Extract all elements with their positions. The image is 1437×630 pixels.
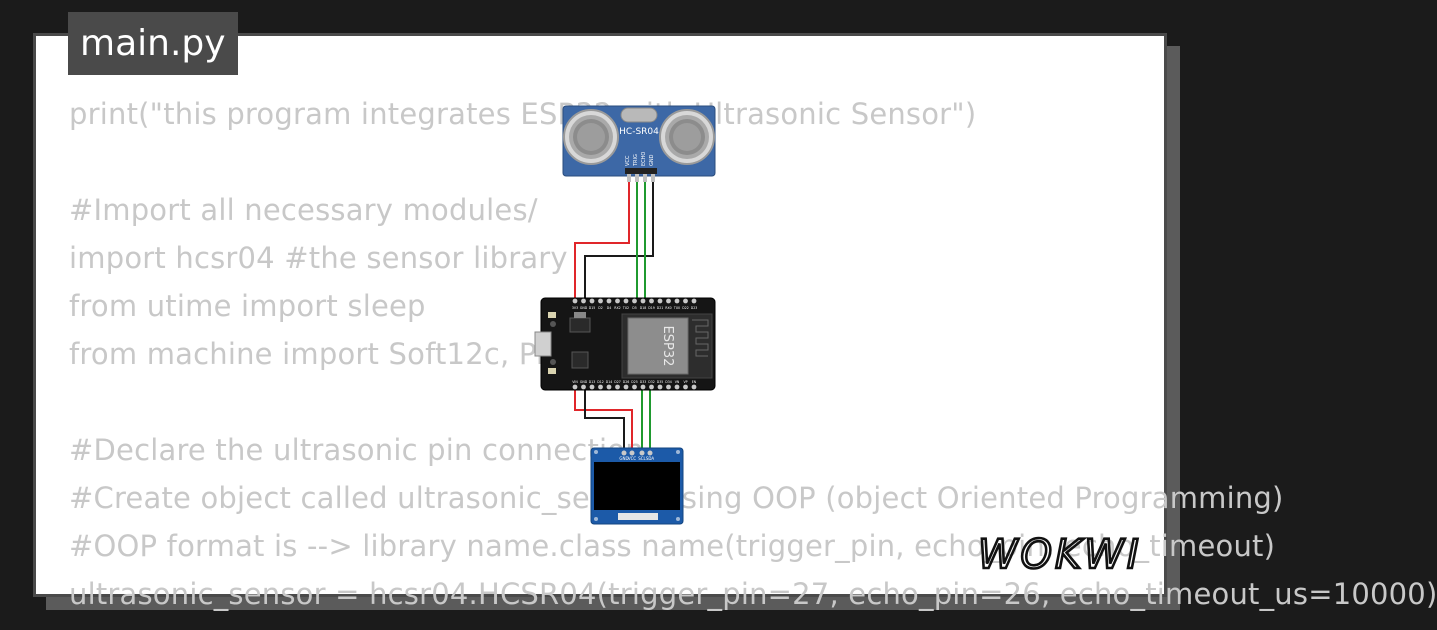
wire-sensor-vcc	[574, 180, 630, 300]
wire-sensor-gnd	[584, 180, 654, 300]
esp32-bottom-pin[interactable]	[606, 384, 612, 390]
esp32-bottom-pin-label: D14	[606, 380, 613, 384]
display-pin-sda: SDA	[646, 456, 655, 461]
esp32-bottom-pin[interactable]	[674, 384, 680, 390]
esp32-top-pin[interactable]	[572, 298, 578, 304]
esp32-chip-label: ESP32	[660, 326, 675, 367]
esp32-bottom-pin[interactable]	[691, 384, 697, 390]
esp32-top-pin-label: RX2	[614, 306, 620, 310]
esp32-bottom-pin-label: D32	[648, 380, 655, 384]
esp32-top-pin[interactable]	[632, 298, 637, 304]
code-line: #Import all necessary modules/	[69, 193, 538, 227]
esp32-top-pin[interactable]	[589, 298, 595, 304]
esp32-top-pin-label: TX0	[673, 306, 680, 310]
esp32-top-pin[interactable]	[640, 298, 646, 304]
esp32-bottom-pin-label: VIN	[572, 380, 578, 384]
code-line: #OOP format is --> library name.class na…	[69, 529, 1276, 563]
esp32-top-pin-label: D18	[640, 306, 647, 310]
esp32-top-pin-label: D19	[648, 306, 655, 310]
code-editor[interactable]: print("this program integrates ESP32 wit…	[69, 90, 1437, 618]
esp32-bottom-pin-label: D34	[665, 380, 672, 384]
esp32-bottom-pin[interactable]	[632, 384, 637, 390]
esp32-top-pin-label: RX0	[665, 306, 671, 310]
esp32-top-pin-label: D21	[657, 306, 664, 310]
wire-display-vcc	[574, 389, 633, 452]
esp32-bottom-pin-label: EN	[692, 380, 697, 384]
esp32-bottom-pin-label: D13	[589, 380, 596, 384]
esp32-bottom-pin-label: GND	[580, 380, 588, 384]
wokwi-logo-text: WOKWI	[978, 532, 1142, 578]
esp32-top-pin[interactable]	[615, 298, 620, 304]
esp32-top-pin-label: TX2	[622, 306, 629, 310]
display-pin-vcc: VCC	[628, 456, 637, 461]
esp32-top-pin[interactable]	[674, 298, 680, 304]
esp32-bottom-pin[interactable]	[649, 384, 654, 390]
esp32-top-pin[interactable]	[581, 298, 586, 304]
code-line: import hcsr04 #the sensor library	[69, 241, 568, 275]
sensor-pin-echo: ECHO	[641, 152, 647, 166]
esp32-bottom-pin-label: D33	[640, 380, 647, 384]
sensor-pin-trig: TRIG	[633, 154, 639, 167]
esp32-top-pin-label: D23	[691, 306, 698, 310]
esp32-top-pin-label: D22	[682, 306, 689, 310]
wire-display-gnd	[584, 389, 625, 452]
esp32-top-pin-label: D5	[632, 306, 636, 310]
esp32-top-pin-label: D4	[607, 306, 611, 310]
esp32-bottom-pin-label: D35	[657, 380, 664, 384]
sensor-pin-gnd: GND	[649, 154, 655, 166]
esp32-bottom-pin[interactable]	[572, 384, 578, 390]
esp32-bottom-pin-label: D27	[614, 380, 621, 384]
sensor-pin-vcc: VCC	[625, 155, 631, 166]
esp32-bottom-pin[interactable]	[581, 384, 586, 390]
code-line: ultrasonic_sensor = hcsr04.HCSR04(trigge…	[69, 577, 1437, 611]
esp32-top-pin[interactable]	[691, 298, 697, 304]
esp32-bottom-pin-label: VN	[675, 380, 680, 384]
ultrasonic-sensor[interactable]: HC-SR04 VCC TRIG ECHO GND	[562, 105, 716, 182]
esp32-bottom-pin[interactable]	[666, 384, 671, 390]
esp32-top-pin[interactable]	[657, 298, 663, 304]
code-line: print("this program integrates ESP32 wit…	[69, 97, 977, 131]
esp32-bottom-pin[interactable]	[683, 384, 688, 390]
display-pin-gnd: GND	[619, 456, 628, 461]
esp32-top-pin[interactable]	[598, 298, 603, 304]
esp32-bottom-pin[interactable]	[615, 384, 620, 390]
esp32-bottom-pin-label: D12	[597, 380, 604, 384]
esp32-bottom-pin[interactable]	[640, 384, 646, 390]
esp32-top-pin-label: D2	[598, 306, 602, 310]
wokwi-logo: WOKWI	[977, 531, 1142, 580]
esp32-top-pin[interactable]	[606, 298, 612, 304]
esp32-bottom-pin[interactable]	[657, 384, 663, 390]
esp32-bottom-pin-label: D26	[623, 380, 630, 384]
esp32-top-pin-label: D15	[589, 306, 596, 310]
code-line: from utime import sleep	[69, 289, 426, 323]
esp32-top-pin[interactable]	[623, 298, 629, 304]
code-line: #Declare the ultrasonic pin connection	[69, 433, 644, 467]
display-pin-scl: SCL	[638, 456, 646, 461]
esp32-bottom-pin[interactable]	[589, 384, 595, 390]
esp32-bottom-pin[interactable]	[598, 384, 603, 390]
esp32-top-pin[interactable]	[666, 298, 671, 304]
esp32-top-pin-label: 3V3	[572, 306, 578, 310]
code-line: from machine import Soft12c, Pin	[69, 337, 563, 371]
sensor-label: HC-SR04	[619, 127, 659, 137]
file-tab[interactable]: main.py	[68, 12, 238, 75]
esp32-top-pin[interactable]	[683, 298, 688, 304]
esp32-bottom-pin-label: VP	[683, 380, 687, 384]
oled-display[interactable]: GND VCC SCL SDA	[590, 447, 684, 525]
esp32-bottom-pin-label: D25	[631, 380, 638, 384]
esp32-bottom-pin[interactable]	[623, 384, 629, 390]
esp32-top-pin-label: GND	[580, 306, 588, 310]
esp32-top-pin[interactable]	[649, 298, 654, 304]
